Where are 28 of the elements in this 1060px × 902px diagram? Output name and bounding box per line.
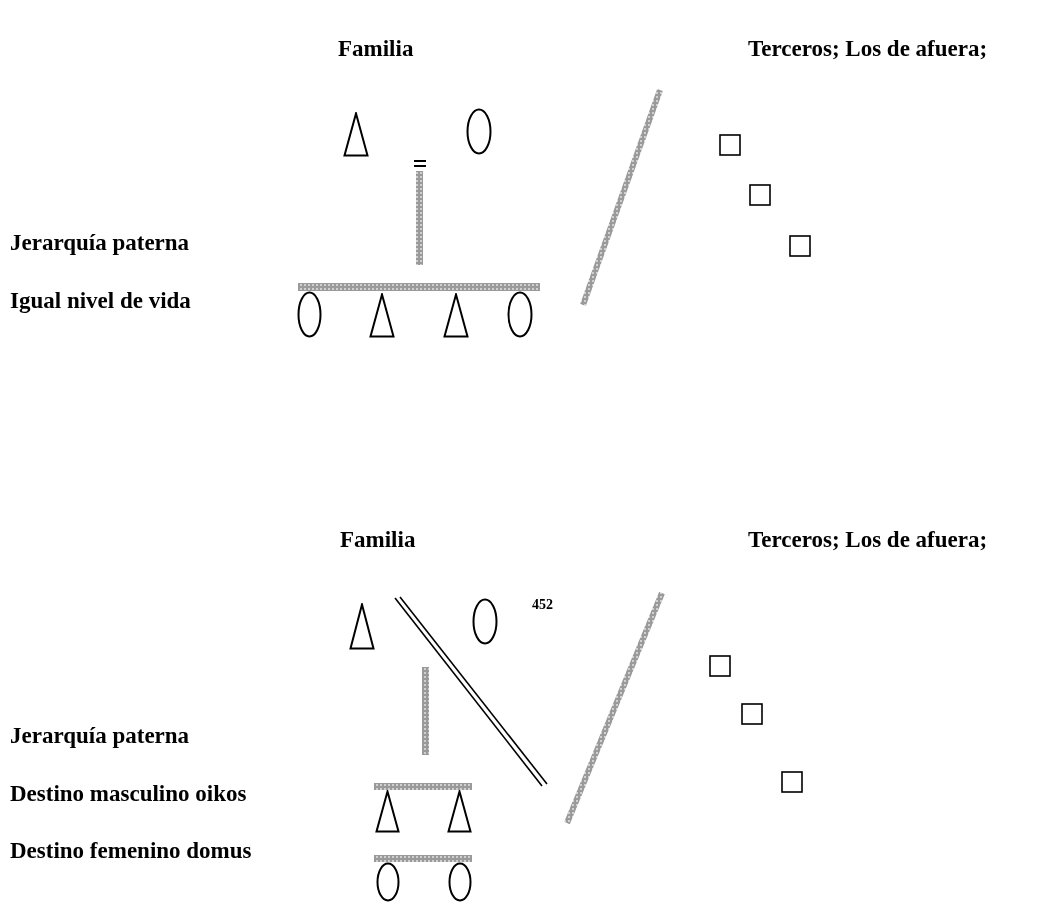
triangle-symbol — [375, 790, 400, 833]
triangle-symbol — [443, 293, 469, 338]
triangle-symbol — [447, 790, 472, 833]
square-symbol — [781, 771, 803, 793]
heading: Terceros; Los de afuera; — [748, 527, 988, 553]
row-label: Destino femenino domus — [10, 838, 252, 864]
row-label: Jerarquía paterna — [10, 723, 190, 749]
triangle-symbol — [343, 112, 369, 157]
square-symbol — [709, 655, 731, 677]
ellipse-symbol — [466, 108, 492, 155]
ellipse-symbol — [448, 862, 472, 902]
ellipse-symbol — [507, 291, 533, 338]
square-symbol — [741, 703, 763, 725]
heading: Familia — [338, 36, 414, 62]
ellipse-symbol — [472, 598, 498, 645]
square-symbol — [789, 235, 811, 257]
triangle-symbol — [349, 603, 375, 650]
heading: Familia — [340, 527, 416, 553]
row-label: Jerarquía paterna — [10, 230, 190, 256]
square-symbol — [719, 134, 741, 156]
row-label: Destino masculino oikos — [10, 781, 247, 807]
heading: Terceros; Los de afuera; — [748, 36, 988, 62]
square-symbol — [749, 184, 771, 206]
row-label: Igual nivel de vida — [10, 288, 191, 314]
ellipse-symbol — [376, 862, 400, 902]
triangle-symbol — [369, 293, 395, 338]
page-number: 452 — [532, 597, 553, 613]
ellipse-symbol — [297, 291, 322, 338]
